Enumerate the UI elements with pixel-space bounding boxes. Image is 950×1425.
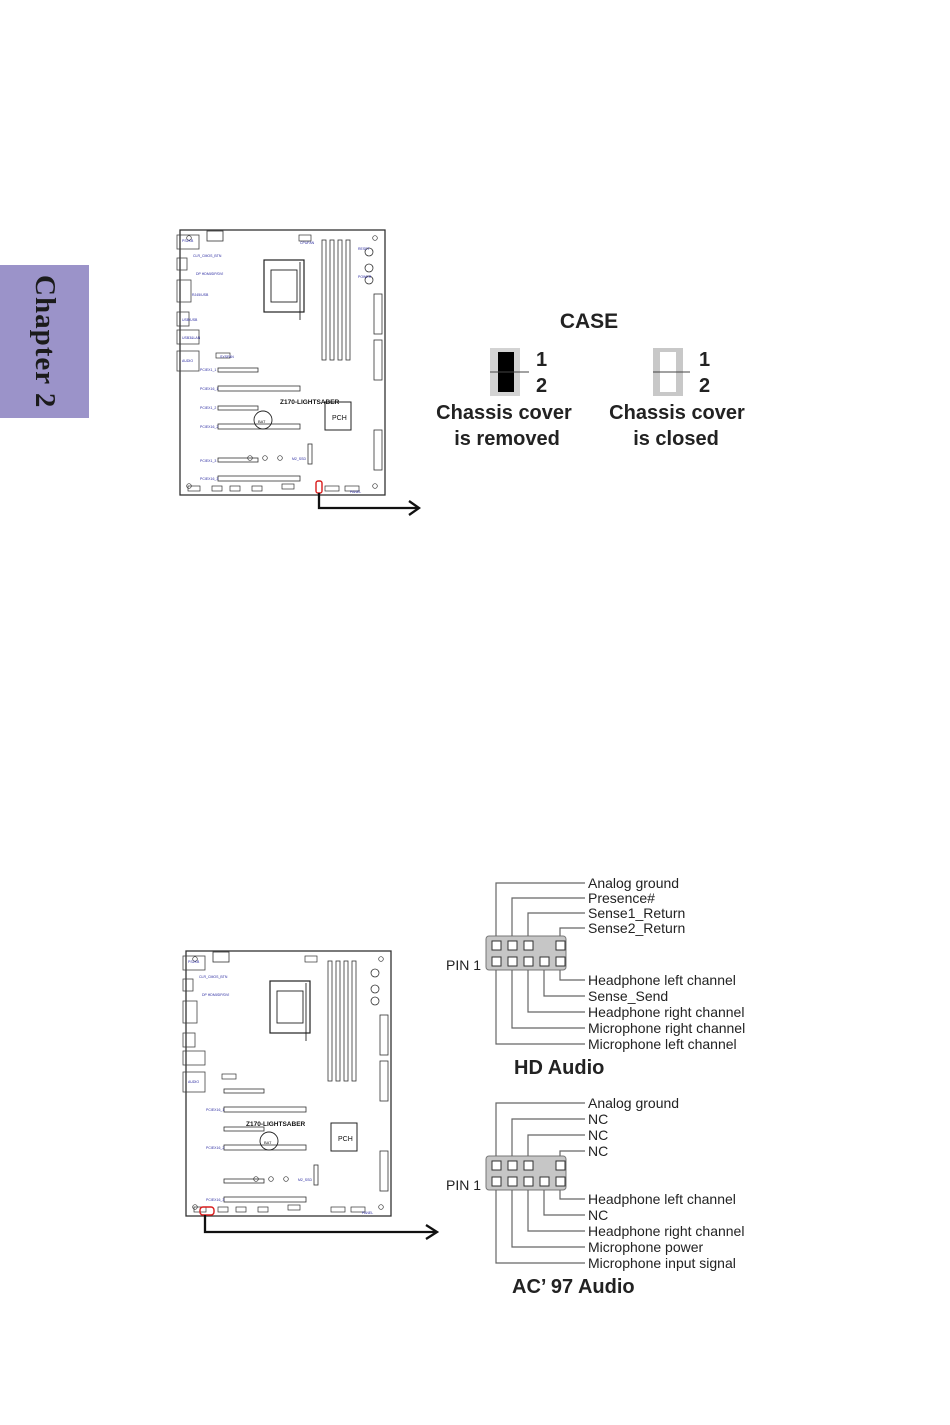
label-pcie2-2: PCIEX16_1: [206, 1108, 224, 1112]
label-ps2kb-2: PS2KB: [188, 960, 200, 964]
ac97-label-mic-power: Microphone power: [588, 1239, 704, 1255]
label-usb: RJ45/USB: [192, 293, 209, 297]
label-panel-2: PANEL: [362, 1211, 373, 1215]
hd-label-sense2: Sense2_Return: [588, 920, 685, 936]
hd-label-mic-right: Microphone right channel: [588, 1020, 745, 1036]
ac97-audio-title: AC’ 97 Audio: [512, 1276, 635, 1298]
label-pcie6: PCIEX16_3: [200, 477, 218, 481]
chapter-label: Chapter 2: [29, 274, 61, 409]
ac97-label-nc-1: NC: [588, 1111, 608, 1127]
ac97-label-hp-left: Headphone left channel: [588, 1191, 736, 1207]
chapter-tab: Chapter 2: [0, 265, 89, 418]
closed-line2: is closed: [633, 428, 719, 450]
arrow-line-bottom: [203, 1215, 436, 1234]
hd-pin1-label: PIN 1: [446, 957, 481, 973]
hd-label-analog-ground: Analog ground: [588, 875, 679, 891]
case-title: CASE: [560, 310, 618, 333]
ac97-label-hp-right: Headphone right channel: [588, 1223, 744, 1239]
board-name-2: Z170-LIGHTSABER: [246, 1121, 306, 1128]
label-usb3: USB3&LAN: [182, 336, 201, 340]
arrow-head-bottom: [425, 1224, 440, 1240]
label-audio-2: AUDIO: [188, 1080, 199, 1084]
hd-label-hp-right: Headphone right channel: [588, 1004, 744, 1020]
label-audio: AUDIO: [182, 359, 193, 363]
label-usb2: USB/USB: [182, 318, 198, 322]
ac97-label-analog-ground: Analog ground: [588, 1095, 679, 1111]
pch-label-2: PCH: [338, 1136, 353, 1143]
closed-line1: Chassis cover: [609, 402, 745, 424]
ac97-audio-pinout: PIN 1 Analog ground NC NC NC Headphone l…: [446, 1095, 744, 1298]
removed-pin1: 1: [536, 349, 547, 371]
label-pcie4: PCIEX16_2: [200, 425, 218, 429]
label-m2-2: M2_SSD: [298, 1178, 312, 1182]
label-power: POWER: [358, 275, 372, 279]
board-name: Z170-LIGHTSABER: [280, 399, 340, 406]
label-clr-cmos: CLR_CMOS_BTN: [193, 254, 222, 258]
label-pcie4-2: PCIEX16_2: [206, 1146, 224, 1150]
label-pcie1: PCIEX1_1: [200, 368, 216, 372]
hd-audio-title: HD Audio: [514, 1057, 604, 1079]
label-pcie3: PCIEX1_2: [200, 406, 216, 410]
motherboard-diagram-bottom: Z170-LIGHTSABER PCH BAT PS2KB CLR_CMOS_B…: [182, 950, 392, 1217]
hd-audio-pinout: PIN 1 Analog ground Presence# Sense1_Ret…: [446, 875, 745, 1079]
removed-line2: is removed: [454, 428, 560, 450]
battery-label: BAT: [258, 419, 266, 424]
hd-label-sense-send: Sense_Send: [588, 988, 668, 1004]
pch-label: PCH: [332, 415, 347, 422]
hd-label-mic-left: Microphone left channel: [588, 1036, 737, 1052]
label-panel: PANEL: [350, 490, 361, 494]
audio-header-highlight: [199, 1206, 215, 1216]
hd-label-sense1: Sense1_Return: [588, 905, 685, 921]
label-pcie6-2: PCIEX16_3: [206, 1198, 224, 1202]
closed-pin1: 1: [699, 349, 710, 371]
label-hdmi-2: DP HDMI/DP/DVI: [202, 993, 229, 997]
ac97-label-mic-input: Microphone input signal: [588, 1255, 736, 1271]
label-hdmi: DP HDMI/DP/DVI: [196, 272, 223, 276]
ac97-label-nc-4: NC: [588, 1207, 608, 1223]
label-ps2kb: PS2KB: [182, 239, 194, 243]
label-cpufan: CPUFAN: [300, 241, 315, 245]
ac97-label-nc-2: NC: [588, 1127, 608, 1143]
hd-label-hp-left: Headphone left channel: [588, 972, 736, 988]
ac97-pin1-label: PIN 1: [446, 1177, 481, 1193]
ac97-label-nc-3: NC: [588, 1143, 608, 1159]
battery-label-2: BAT: [264, 1140, 272, 1145]
removed-pin2: 2: [536, 375, 547, 397]
label-pcie5: PCIEX1_3: [200, 459, 216, 463]
label-m2: M2_SSD: [292, 457, 306, 461]
label-pcie2: PCIEX16_1: [200, 387, 218, 391]
label-sysfan: SYSFAN: [220, 355, 234, 359]
label-reset: RESET: [358, 247, 371, 251]
arrow-head-top: [408, 500, 422, 516]
motherboard-diagram-top: Z170-LIGHTSABER PCH BAT PS2KB CLR_CMOS_B…: [176, 229, 386, 496]
hd-label-presence: Presence#: [588, 890, 655, 906]
closed-pin2: 2: [699, 375, 710, 397]
removed-line1: Chassis cover: [436, 402, 572, 424]
label-clr-cmos-2: CLR_CMOS_BTN: [199, 975, 228, 979]
arrow-line-top: [317, 493, 418, 510]
